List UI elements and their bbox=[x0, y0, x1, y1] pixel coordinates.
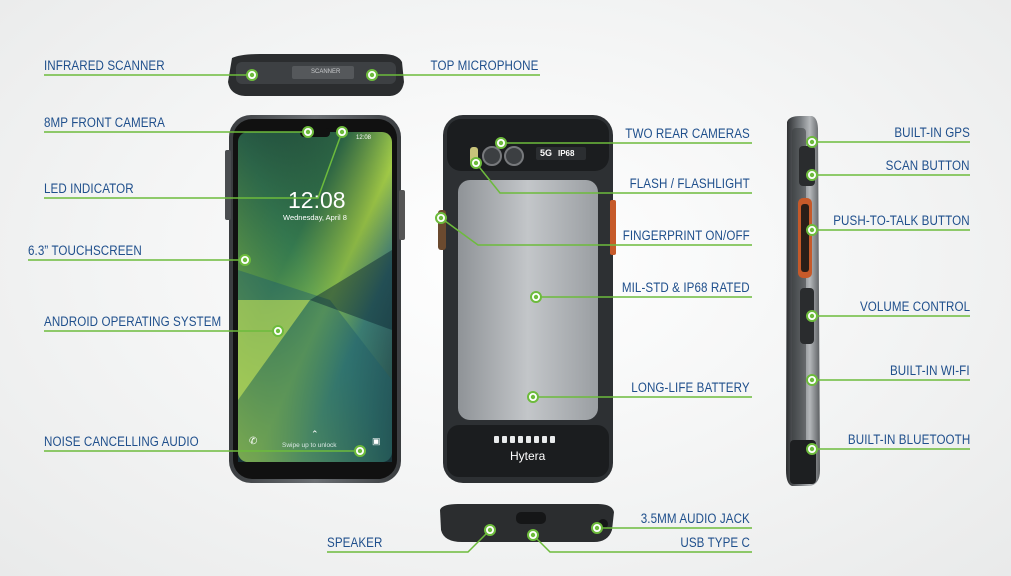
label-bluetooth: BUILT-IN BLUETOOTH bbox=[847, 432, 970, 447]
label-wifi: BUILT-IN WI-FI bbox=[890, 363, 970, 378]
label-noise-cancelling: NOISE CANCELLING AUDIO bbox=[44, 434, 199, 449]
label-android-os: ANDROID OPERATING SYSTEM bbox=[44, 314, 222, 329]
label-led-indicator: LED INDICATOR bbox=[44, 181, 134, 196]
label-ptt-button: PUSH-TO-TALK BUTTON bbox=[833, 213, 970, 228]
brand-logo: Hytera bbox=[510, 449, 546, 463]
label-audio-jack: 3.5MM AUDIO JACK bbox=[640, 511, 750, 526]
unlock-hint: Swipe up to unlock bbox=[282, 442, 337, 449]
label-flash: FLASH / FLASHLIGHT bbox=[629, 176, 750, 191]
status-time: 12:08 bbox=[356, 135, 372, 141]
label-gps: BUILT-IN GPS bbox=[894, 125, 970, 140]
label-battery: LONG-LIFE BATTERY bbox=[631, 380, 750, 395]
label-volume: VOLUME CONTROL bbox=[859, 299, 970, 314]
phone-call-icon: ✆ bbox=[249, 436, 258, 447]
top-view bbox=[228, 54, 404, 96]
lock-date: Wednesday, April 8 bbox=[283, 213, 347, 222]
rear-badge-ip68: IP68 bbox=[558, 149, 575, 158]
swipe-up-chevron-icon: ⌃ bbox=[311, 429, 319, 439]
label-top-microphone: TOP MICROPHONE bbox=[430, 58, 538, 73]
label-rear-cameras: TWO REAR CAMERAS bbox=[625, 126, 750, 141]
front-view bbox=[225, 115, 405, 483]
camera-shortcut-icon: ▣ bbox=[372, 436, 381, 446]
side-view bbox=[786, 116, 820, 486]
label-infrared-scanner: INFRARED SCANNER bbox=[44, 58, 165, 73]
label-front-camera: 8MP FRONT CAMERA bbox=[44, 115, 165, 130]
label-scan-button: SCAN BUTTON bbox=[886, 158, 970, 173]
label-mil-std: MIL-STD & IP68 RATED bbox=[622, 280, 750, 295]
back-view bbox=[438, 115, 616, 483]
rear-badge-5g: 5G bbox=[540, 148, 553, 158]
scanner-window-text: SCANNER bbox=[311, 69, 341, 75]
label-usb-c: USB TYPE C bbox=[680, 535, 750, 550]
label-fingerprint: FINGERPRINT ON/OFF bbox=[622, 228, 750, 243]
label-touchscreen: 6.3” TOUCHSCREEN bbox=[28, 243, 142, 258]
label-speaker: SPEAKER bbox=[327, 535, 383, 550]
lock-time: 12:08 bbox=[288, 187, 346, 213]
